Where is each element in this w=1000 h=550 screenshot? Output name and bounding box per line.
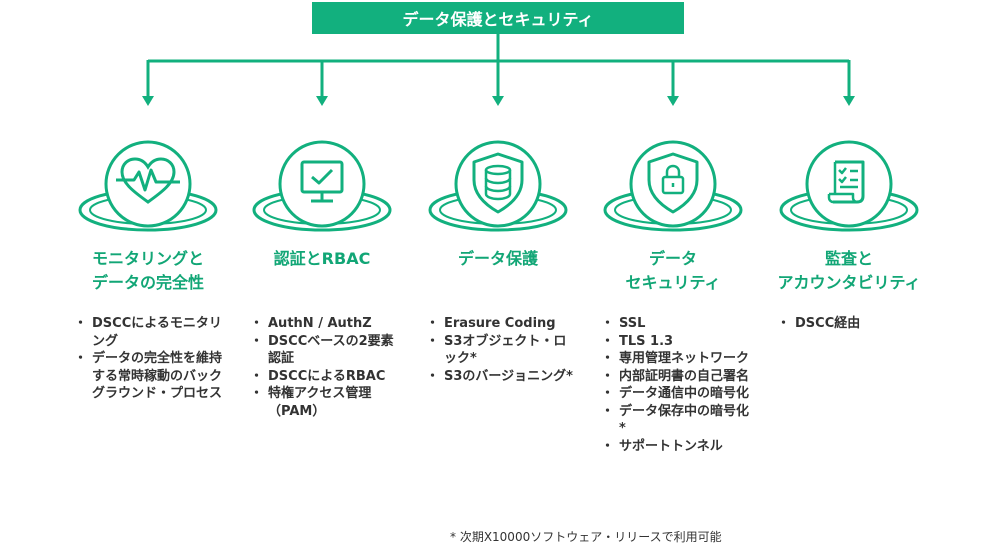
- bullet-list-data-security: SSL TLS 1.3 専用管理ネットワーク 内部証明書の自己署名 データ通信中…: [601, 315, 751, 455]
- list-item: AuthN / AuthZ: [250, 315, 400, 333]
- page-title: データ保護とセキュリティ: [312, 2, 684, 34]
- pillar-title-monitoring: モニタリングとデータの完全性: [91, 249, 204, 292]
- list-item: 内部証明書の自己署名: [601, 368, 751, 386]
- heart-monitor-icon: [72, 122, 224, 242]
- lock-shield-icon: [597, 122, 749, 242]
- list-item: DSCCによるRBAC: [250, 368, 400, 386]
- bullet-list-audit: DSCC経由: [777, 315, 927, 333]
- bullet-list-data-protection: Erasure Coding S3オブジェクト・ロック* S3のバージョニング*: [426, 315, 576, 385]
- list-item: Erasure Coding: [426, 315, 576, 333]
- bullet-list-auth: AuthN / AuthZ DSCCベースの2要素認証 DSCCによるRBAC …: [250, 315, 400, 420]
- list-item: サポートトンネル: [601, 438, 751, 456]
- monitor-check-icon: [246, 122, 398, 242]
- arrowhead-5: [843, 96, 855, 106]
- arrowhead-4: [667, 96, 679, 106]
- list-item: 特権アクセス管理（PAM）: [250, 385, 400, 420]
- checklist-document-icon: [773, 122, 925, 242]
- footnote: * 次期X10000ソフトウェア・リリースで利用可能: [450, 530, 722, 544]
- pillar-title-auth: 認証とRBAC: [273, 249, 371, 268]
- arrowhead-1: [142, 96, 154, 106]
- list-item: 専用管理ネットワーク: [601, 350, 751, 368]
- pillar-title-audit: 監査とアカウンタビリティ: [777, 249, 921, 292]
- list-item: DSCC経由: [777, 315, 927, 333]
- list-item: DSCCによるモニタリング: [74, 315, 232, 350]
- list-item: DSCCベースの2要素認証: [250, 333, 400, 368]
- list-item: データ保存中の暗号化*: [601, 403, 751, 438]
- arrowhead-3: [492, 96, 504, 106]
- list-item: データ通信中の暗号化: [601, 385, 751, 403]
- list-item: SSL: [601, 315, 751, 333]
- bullet-list-monitoring: DSCCによるモニタリング データの完全性を維持する常時稼動のバックグラウンド・…: [74, 315, 232, 403]
- list-item: データの完全性を維持する常時稼動のバックグラウンド・プロセス: [74, 350, 232, 403]
- arrowhead-2: [316, 96, 328, 106]
- pillar-title-data-protection: データ保護: [457, 249, 538, 268]
- list-item: TLS 1.3: [601, 333, 751, 351]
- list-item: S3オブジェクト・ロック*: [426, 333, 576, 368]
- list-item: S3のバージョニング*: [426, 368, 576, 386]
- pillar-title-data-security: データセキュリティ: [625, 249, 721, 292]
- database-shield-icon: [422, 122, 574, 242]
